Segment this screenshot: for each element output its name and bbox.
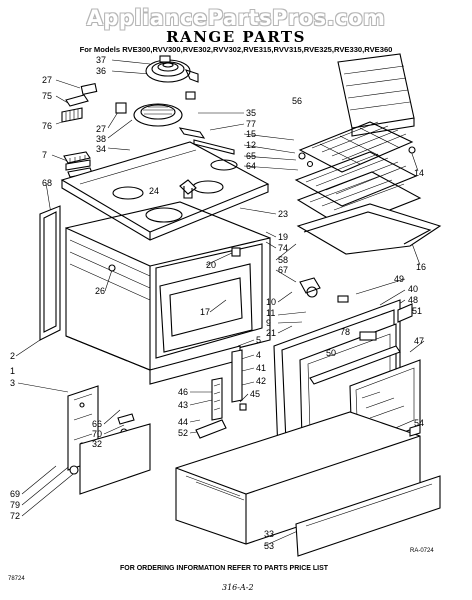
callout-42: 42 xyxy=(256,376,266,386)
callout-labels: 37 36 27 75 76 27 38 34 7 68 35 77 15 12… xyxy=(10,55,426,551)
callout-20: 20 xyxy=(206,260,216,270)
lower-cabinet-components xyxy=(65,335,247,471)
callout-40: 40 xyxy=(408,284,418,294)
figure-code: RA-0724 xyxy=(410,548,434,554)
callout-32: 32 xyxy=(92,439,102,449)
backguard-trim xyxy=(178,127,235,155)
callout-76: 76 xyxy=(42,121,52,131)
watermark: AppliancePartsPros.com xyxy=(86,6,386,30)
callout-14: 14 xyxy=(414,168,424,178)
surface-element-assembly xyxy=(145,55,199,100)
callout-70: 70 xyxy=(92,429,102,439)
callout-54: 54 xyxy=(414,418,424,428)
ordering-note: FOR ORDERING INFORMATION REFER TO PARTS … xyxy=(120,565,329,572)
callout-12: 12 xyxy=(246,140,256,150)
callout-37: 37 xyxy=(96,55,106,65)
callout-46: 46 xyxy=(178,387,188,397)
drip-pan xyxy=(133,103,183,127)
callout-3: 3 xyxy=(10,378,15,388)
page-title: RANGE PARTS xyxy=(166,28,306,46)
callout-72: 72 xyxy=(10,511,20,521)
callout-53: 53 xyxy=(264,541,274,551)
callout-49: 49 xyxy=(394,274,404,284)
callout-10: 10 xyxy=(266,297,276,307)
left-small-parts xyxy=(61,82,127,178)
callout-7: 7 xyxy=(42,150,47,160)
callout-67: 67 xyxy=(278,265,288,275)
handwritten-code: 316-A-2 xyxy=(222,583,254,592)
callout-58: 58 xyxy=(278,255,288,265)
callout-44: 44 xyxy=(178,417,188,427)
callout-51: 51 xyxy=(412,306,422,316)
callout-77: 77 xyxy=(246,119,256,129)
oven-racks xyxy=(294,121,442,255)
cooktop xyxy=(60,141,270,241)
callout-75: 75 xyxy=(42,91,52,101)
storage-drawer xyxy=(69,411,441,557)
callout-79: 79 xyxy=(10,500,20,510)
callout-5: 5 xyxy=(256,335,261,345)
callout-43: 43 xyxy=(178,400,188,410)
callout-52: 52 xyxy=(178,428,188,438)
callout-50: 50 xyxy=(326,348,336,358)
callout-68: 68 xyxy=(42,178,52,188)
callout-35: 35 xyxy=(246,108,256,118)
callout-64: 64 xyxy=(246,161,256,171)
callout-38: 38 xyxy=(96,134,106,144)
model-list: For Models RVE300,RVV300,RVE302,RVV302,R… xyxy=(79,45,393,54)
callout-66: 66 xyxy=(92,419,102,429)
callout-56: 56 xyxy=(292,96,302,106)
callout-78: 78 xyxy=(340,327,350,337)
callout-65: 65 xyxy=(246,151,256,161)
corner-code: 78724 xyxy=(8,576,25,582)
callout-47: 47 xyxy=(414,336,424,346)
callout-16: 16 xyxy=(416,262,426,272)
callout-23: 23 xyxy=(278,209,288,219)
callout-33: 33 xyxy=(264,529,274,539)
callout-27-mid: 27 xyxy=(96,124,106,134)
callout-19: 19 xyxy=(278,232,288,242)
callout-41: 41 xyxy=(256,363,266,373)
callout-9: 9 xyxy=(266,318,271,328)
callout-17: 17 xyxy=(200,307,210,317)
callout-1: 1 xyxy=(10,366,15,376)
callout-4: 4 xyxy=(256,350,261,360)
callout-21: 21 xyxy=(266,328,276,338)
callout-34: 34 xyxy=(96,144,106,154)
callout-45: 45 xyxy=(250,389,260,399)
callout-74: 74 xyxy=(278,243,288,253)
callout-69: 69 xyxy=(10,489,20,499)
callout-24: 24 xyxy=(149,186,159,196)
callout-27-top: 27 xyxy=(42,75,52,85)
broiler-rack-frame xyxy=(337,53,415,137)
side-panel xyxy=(39,205,61,341)
callout-48: 48 xyxy=(408,295,418,305)
callout-15: 15 xyxy=(246,129,256,139)
callout-36: 36 xyxy=(96,66,106,76)
callout-11: 11 xyxy=(266,308,275,318)
callout-26: 26 xyxy=(95,286,105,296)
callout-2: 2 xyxy=(10,351,15,361)
